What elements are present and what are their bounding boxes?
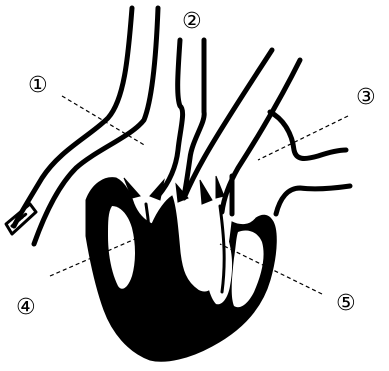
callout-labels: ① ② ③ ④ ⑤ (16, 9, 376, 320)
callout-1: ① (28, 73, 48, 98)
heart-body (86, 176, 276, 361)
right-chamber-cavity (202, 214, 232, 305)
right-valve-flap-right (216, 176, 224, 198)
central-valve-flap-left (150, 180, 164, 200)
central-vessel-left-wall (158, 40, 183, 196)
right-valve-flap-left (200, 180, 212, 204)
callout-3: ③ (356, 85, 376, 110)
central-vessel (158, 40, 300, 212)
right-vessel-lower-wall (276, 186, 350, 214)
right-vessel (232, 112, 350, 214)
callout-2: ② (182, 9, 202, 34)
callout-4: ④ (16, 295, 36, 320)
upper-right-branch-left (184, 50, 272, 198)
callout-5: ⑤ (336, 291, 356, 316)
